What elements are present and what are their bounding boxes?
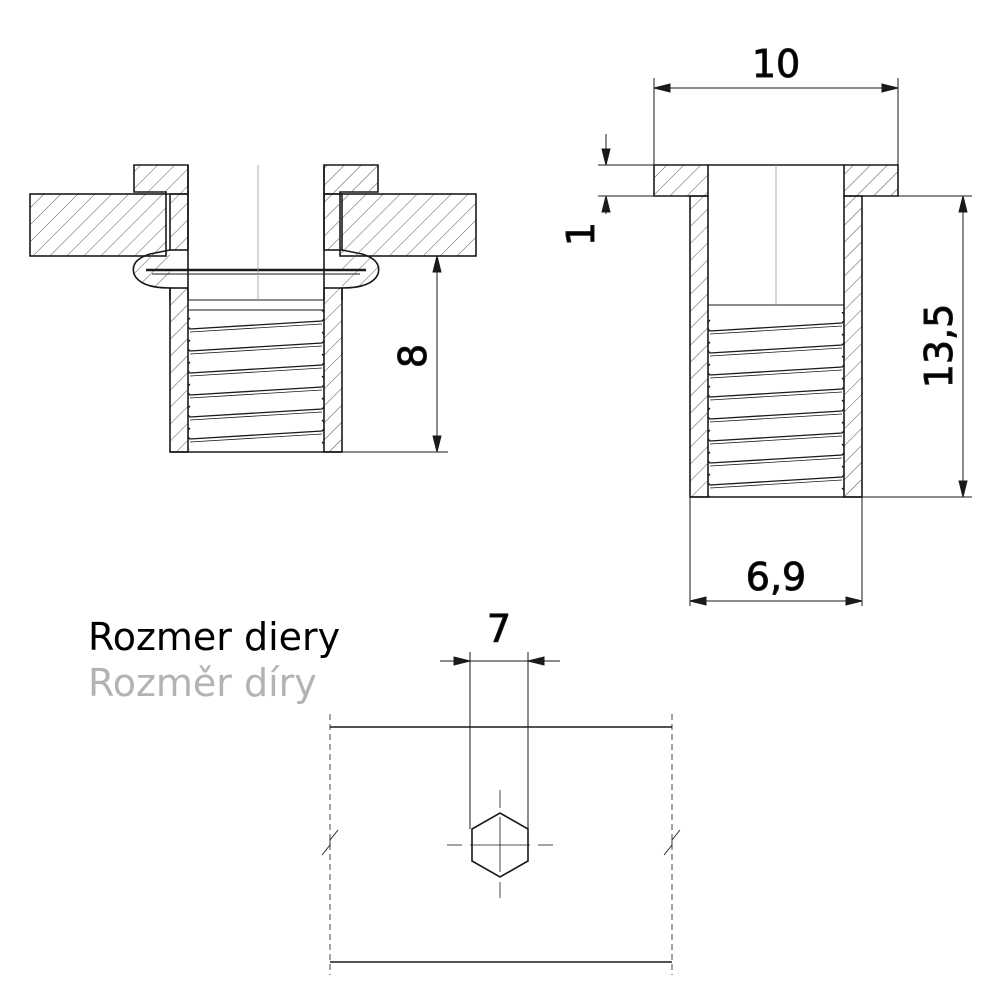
thread-root-line <box>710 502 842 510</box>
caption-hole-size-sk: Rozmer diery <box>88 615 341 659</box>
thread-turn <box>708 355 844 376</box>
thread-left <box>188 309 324 464</box>
thread-turn <box>708 465 844 486</box>
thread-root-line <box>709 435 843 445</box>
thread-turn <box>708 443 844 464</box>
thread-right <box>708 312 844 510</box>
thread-turn <box>708 421 844 442</box>
thread-root-line <box>709 479 843 489</box>
sheet-right <box>339 193 477 257</box>
thread-turn <box>188 331 324 352</box>
dim-body-diameter-value: 6,9 <box>746 555 806 599</box>
dim-flange-thickness-value: 1 <box>559 222 603 246</box>
dim-flange-diameter-value: 10 <box>752 42 800 86</box>
thread-root-line <box>709 347 843 357</box>
sheet-left <box>29 193 167 257</box>
thread-root-line <box>709 391 843 401</box>
thread-root-line <box>190 456 322 464</box>
dimension-flange-thickness: 1 <box>559 134 654 247</box>
profile-flange-right <box>843 164 899 197</box>
thread-root-line <box>709 325 843 335</box>
nut-wall-right-upper <box>323 193 343 251</box>
thread-turn <box>188 419 324 440</box>
thread-turn <box>708 312 844 332</box>
thread-root-line <box>189 367 323 377</box>
thread-turn <box>188 309 324 330</box>
nut-bulge-right <box>341 249 380 300</box>
thread-root-line <box>189 345 323 355</box>
dim-installed-depth-value: 8 <box>391 344 435 368</box>
thread-turn <box>708 377 844 398</box>
thread-root-line <box>189 323 323 333</box>
sheet-hole-view <box>321 714 681 975</box>
dimension-hole-size: 7 <box>440 607 560 829</box>
dim-body-length-value: 13,5 <box>917 304 961 389</box>
thread-turn <box>188 353 324 374</box>
thread-turn <box>188 375 324 396</box>
thread-turn <box>708 333 844 354</box>
dimension-body-diameter: 6,9 <box>689 497 863 606</box>
nut-wall-right-lower <box>323 287 343 453</box>
installed-nut-section <box>29 164 477 453</box>
nut-wall-left-upper <box>169 193 189 251</box>
nut-wall-left-lower <box>169 287 189 453</box>
profile-flange-left <box>653 164 709 197</box>
thread-root-line <box>709 457 843 467</box>
thread-turn <box>708 399 844 420</box>
thread-root-line <box>709 413 843 423</box>
thread-root-line <box>189 389 323 399</box>
nut-profile-section <box>653 164 899 498</box>
profile-wall-left <box>689 195 709 498</box>
nut-bulge-left <box>132 249 171 300</box>
caption-hole-size-cz: Rozměr díry <box>88 661 317 705</box>
thread-root-line <box>709 369 843 379</box>
dimension-installed-depth: 8 <box>342 255 448 453</box>
dim-hole-size-value: 7 <box>487 607 511 651</box>
thread-turn <box>188 397 324 418</box>
thread-root-line <box>189 411 323 421</box>
dimension-flange-diameter: 10 <box>653 42 899 165</box>
profile-wall-right <box>843 195 863 498</box>
nut-flange-left <box>133 164 189 195</box>
nut-flange-right <box>323 164 379 195</box>
dimension-body-length: 13,5 <box>862 195 972 498</box>
thread-root-line <box>189 433 323 443</box>
